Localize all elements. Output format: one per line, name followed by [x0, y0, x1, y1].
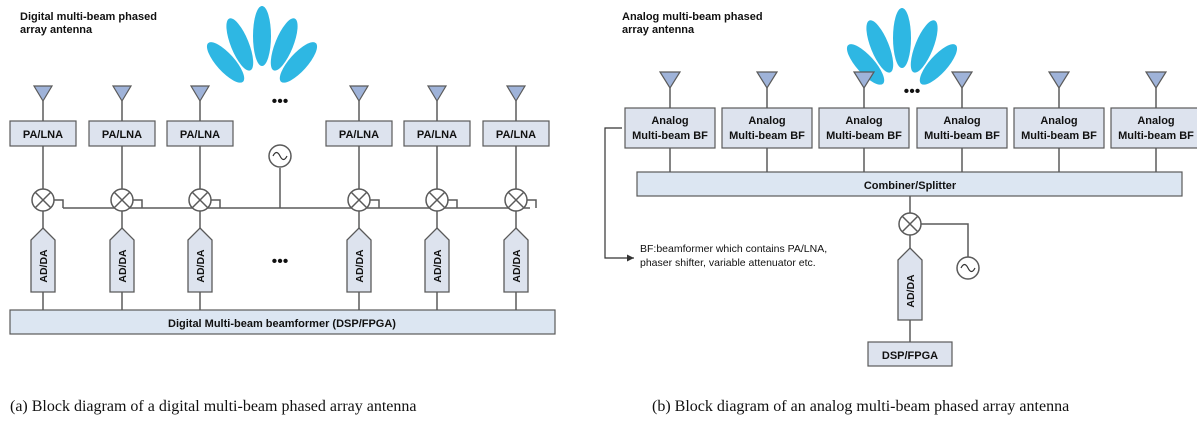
antenna-icon [348, 85, 370, 103]
analog-bf-box-4 [916, 107, 1008, 149]
analog-dots: ••• [904, 83, 921, 100]
adda-label-2: AD/DA [117, 249, 129, 283]
palna-box-6 [482, 120, 550, 147]
antenna-icon [426, 85, 448, 103]
analog-bf-line2-1: Multi-beam BF [632, 130, 708, 142]
mixer-cross-icon [113, 191, 131, 209]
palna-box-4 [325, 120, 393, 147]
analog-bf-line1-6: Analog [1137, 115, 1174, 127]
palna-label-1: PA/LNA [23, 129, 63, 141]
digital-diagram: Digital multi-beam phased array antenna … [9, 6, 556, 335]
digital-title-line1: Digital multi-beam phased [20, 11, 157, 23]
caption-b: (b) Block diagram of an analog multi-bea… [652, 398, 1070, 415]
palna-box-5 [403, 120, 471, 147]
analog-bf-box-2 [721, 107, 813, 149]
palna-label-5: PA/LNA [417, 129, 457, 141]
adda-label-4: AD/DA [354, 249, 366, 283]
analog-title-line2: array antenna [622, 24, 695, 36]
palna-box-3 [166, 120, 234, 147]
analog-beam-fan [846, 8, 958, 85]
analog-bf-box-1 [624, 107, 716, 149]
adda-label-1: AD/DA [38, 249, 50, 283]
analog-bf-line2-2: Multi-beam BF [729, 130, 805, 142]
mixer-cross-icon [34, 191, 52, 209]
analog-bf-line2-6: Multi-beam BF [1118, 130, 1194, 142]
digital-beam-fan [206, 6, 318, 83]
analog-bf-line2-5: Multi-beam BF [1021, 130, 1097, 142]
analog-bf-line1-5: Analog [1040, 115, 1077, 127]
analog-bf-box-3 [818, 107, 910, 149]
digital-title-line2: array antenna [20, 24, 93, 36]
adda-label-6: AD/DA [511, 249, 523, 283]
analog-bf-box-6 [1110, 107, 1197, 149]
analog-bf-line1-1: Analog [651, 115, 688, 127]
mixer-cross-icon [507, 191, 525, 209]
palna-label-3: PA/LNA [180, 129, 220, 141]
analog-adda-label: AD/DA [905, 274, 917, 308]
analog-bf-box-5 [1013, 107, 1105, 149]
palna-label-4: PA/LNA [339, 129, 379, 141]
mixer-cross-icon [428, 191, 446, 209]
antenna-icon [1144, 71, 1168, 90]
combiner-splitter-label: Combiner/Splitter [864, 180, 957, 192]
dsp-fpga-label: DSP/FPGA [882, 350, 938, 362]
digital-dots-mid: ••• [272, 253, 289, 270]
antenna-icon [658, 71, 682, 90]
analog-title-line1: Analog multi-beam phased [622, 11, 763, 23]
antenna-icon [32, 85, 54, 103]
mixer-cross-icon [350, 191, 368, 209]
analog-bf-line1-4: Analog [943, 115, 980, 127]
analog-bf-line2-3: Multi-beam BF [826, 130, 902, 142]
analog-bf-line1-2: Analog [748, 115, 785, 127]
analog-bf-line1-3: Analog [845, 115, 882, 127]
digital-chains: PA/LNA AD/DA PA/LNA AD/DA PA/LNA AD/DA PA/LNA A… [9, 85, 550, 310]
analog-bf-line2-4: Multi-beam BF [924, 130, 1000, 142]
antenna-icon [111, 85, 133, 103]
adda-label-3: AD/DA [195, 249, 207, 283]
dsp-fpga-box [867, 341, 953, 367]
mixer-cross-icon [191, 191, 209, 209]
antenna-icon [950, 71, 974, 90]
digital-dots-top: ••• [272, 93, 289, 110]
palna-box-2 [88, 120, 156, 147]
antenna-icon [505, 85, 527, 103]
analog-diagram: Analog multi-beam phased array antenna •… [604, 8, 1197, 367]
palna-label-2: PA/LNA [102, 129, 142, 141]
digital-beamformer-label: Digital Multi-beam beamformer (DSP/FPGA) [168, 318, 396, 330]
antenna-icon [1047, 71, 1071, 90]
antenna-icon [755, 71, 779, 90]
caption-a: (a) Block diagram of a digital multi-bea… [10, 398, 417, 415]
adda-label-5: AD/DA [432, 249, 444, 283]
digital-beamformer-bus [9, 309, 556, 335]
antenna-icon [852, 71, 876, 90]
antenna-icon [189, 85, 211, 103]
combiner-splitter [636, 171, 1183, 197]
palna-label-6: PA/LNA [496, 129, 536, 141]
bf-note-line1: BF:beamformer which contains PA/LNA, [640, 243, 827, 255]
bf-note-line2: phaser shifter, variable attenuator etc. [640, 257, 816, 269]
palna-box-1 [9, 120, 77, 147]
